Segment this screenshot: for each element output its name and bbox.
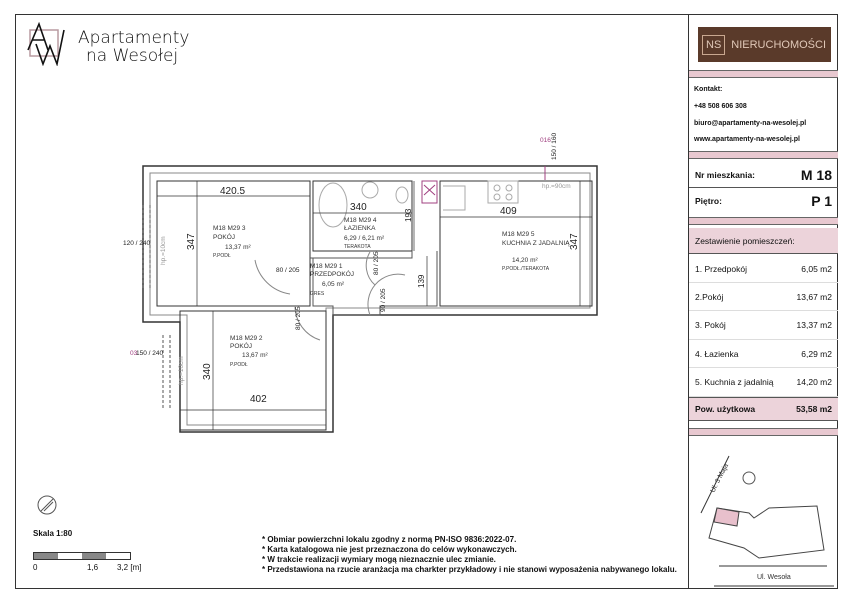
svg-text:P.PODŁ: P.PODŁ: [230, 362, 248, 368]
hp-note-2: hp.=10cm: [160, 236, 167, 265]
dim-d2: 340: [350, 202, 367, 213]
svg-text:ŁAZIENKA: ŁAZIENKA: [344, 225, 376, 232]
svg-text:M18 M29 5: M18 M29 5: [502, 231, 535, 238]
svg-text:POKÓJ: POKÓJ: [230, 341, 252, 350]
room-4-outline: [312, 180, 413, 252]
room-name: 1. Przedpokój: [695, 263, 747, 274]
floor-number: P 1: [811, 193, 832, 209]
door-a: 80 / 205: [276, 267, 300, 274]
contact-label: Kontakt:: [694, 86, 723, 93]
rooms-header: Zestawienie pomieszczeń:: [689, 228, 838, 254]
total-area: 53,58 m2: [796, 404, 832, 414]
contact-email[interactable]: biuro@apartamenty-na-wesolej.pl: [694, 120, 807, 127]
scale-tick-0: 0: [33, 563, 38, 572]
room-area: 6,05 m2: [801, 263, 832, 274]
brand-name: NIERUCHOMOŚCI: [731, 38, 827, 51]
compass-icon: [37, 495, 57, 515]
room-summary-row: 1. Przedpokój 6,05 m2: [689, 255, 838, 283]
note: * W trakcie realizacji wymiary mogą niez…: [262, 555, 496, 564]
dim-d7: 402: [250, 394, 267, 405]
scale-label: Skala 1:80: [33, 529, 73, 538]
svg-text:M18 M29 1: M18 M29 1: [310, 263, 343, 270]
room-summary-row: 2.Pokój 13,67 m2: [689, 283, 838, 312]
dim-d5: 347: [569, 233, 580, 250]
room-name: 5. Kuchnia z jadalnią: [695, 377, 774, 388]
scale-tick-1: 1,6: [87, 563, 99, 572]
svg-text:13,37 m²: 13,37 m²: [225, 244, 251, 251]
room-3-outline: [156, 180, 311, 307]
svg-text:P.PODŁ./TERAKOTA: P.PODŁ./TERAKOTA: [502, 266, 550, 272]
contact-phone[interactable]: +48 508 606 308: [694, 103, 747, 110]
dim-d4: 347: [186, 233, 197, 250]
floor-plan: 420.5 340 409 402 347 347 340 193 139 M1…: [123, 133, 598, 433]
floor-row: Piętro:P 1: [695, 193, 832, 209]
svg-text:6,29 / 6,21 m²: 6,29 / 6,21 m²: [344, 235, 385, 242]
svg-text:PRZEDPOKÓJ: PRZEDPOKÓJ: [310, 269, 354, 278]
svg-text:M18 M29 2: M18 M29 2: [230, 335, 263, 342]
location-map: Ul. 3 Maja Ul. Wesoła: [700, 455, 834, 587]
window-w3-tag: 016: [540, 137, 551, 144]
scale-bar: [33, 552, 131, 560]
window-w2: 150 / 240: [136, 350, 163, 357]
contact-www[interactable]: www.apartamenty-na-wesolej.pl: [694, 136, 800, 143]
logo-line1: Apartamenty: [78, 28, 190, 48]
svg-text:M18 M29 3: M18 M29 3: [213, 225, 246, 232]
room-summary-row: 4. Łazienka 6,29 m2: [689, 340, 838, 369]
svg-text:14,20 m²: 14,20 m²: [512, 257, 538, 264]
note: * Karta katalogowa nie jest przeznaczona…: [262, 545, 517, 554]
door-c: 80 / 205: [373, 251, 380, 275]
room-area: 6,29 m2: [801, 348, 832, 359]
hp-note-3: hp.=10cm: [178, 356, 185, 385]
map-street-1: Ul. 3 Maja: [710, 463, 731, 494]
sheet-frame: [15, 14, 838, 589]
room-name: 2.Pokój: [695, 291, 724, 302]
room-label-5: M18 M29 5 KUCHNIA Z JADALNIĄ 14,20 m² P.POD…: [502, 231, 570, 272]
window-w1: 120 / 240: [123, 240, 150, 247]
room-name: 3. Pokój: [695, 320, 726, 331]
room-summary-row: 3. Pokój 13,37 m2: [689, 312, 838, 340]
logo-line2: na Wesołej: [86, 46, 179, 66]
svg-text:KUCHNIA Z JADALNIĄ: KUCHNIA Z JADALNIĄ: [502, 240, 570, 247]
dim-d6: 340: [202, 363, 213, 380]
window-w3: 150 / 160: [551, 133, 558, 160]
door-b: 80 / 205: [295, 306, 302, 330]
scale-tick-2: 3,2 [m]: [117, 563, 142, 572]
dim-d1: 420.5: [220, 186, 245, 197]
dim-d9: 139: [417, 274, 426, 288]
room-area: 14,20 m2: [796, 377, 832, 388]
brand-ns: NS: [702, 34, 726, 55]
aw-logo: [26, 21, 66, 67]
window-w2-tag: 03: [130, 350, 138, 357]
hp-note-1: hp.=90cm: [542, 183, 571, 190]
room-summary-row: 5. Kuchnia z jadalnią 14,20 m2: [689, 369, 838, 397]
note: * Przedstawiona na rzucie aranżacja ma c…: [262, 565, 677, 574]
room-area: 13,37 m2: [796, 320, 832, 331]
apartment-number: M 18: [800, 166, 832, 183]
svg-text:M18 M29 4: M18 M29 4: [344, 217, 377, 224]
room-name: 4. Łazienka: [695, 348, 739, 359]
room-area: 13,67 m2: [796, 291, 832, 302]
svg-text:GRES: GRES: [310, 291, 325, 297]
brand-logo: NS NIERUCHOMOŚCI: [698, 27, 831, 62]
note: * Obmiar powierzchni lokalu zgodny z nor…: [262, 535, 517, 544]
outer-wall: [142, 165, 598, 433]
apartment-number-row: Nr mieszkania:M 18: [689, 162, 838, 188]
svg-text:6,05 m²: 6,05 m²: [322, 281, 345, 288]
svg-text:TERAKOTA: TERAKOTA: [344, 244, 371, 250]
svg-text:POKÓJ: POKÓJ: [213, 232, 235, 241]
info-panel: NS NIERUCHOMOŚCI Kontakt: +48 508 606 30…: [688, 14, 838, 589]
notes: * Obmiar powierzchni lokalu zgodny z nor…: [262, 535, 677, 575]
dim-d8: 193: [404, 208, 413, 222]
room-2-outline: [179, 310, 327, 431]
svg-text:13,67 m²: 13,67 m²: [242, 352, 268, 359]
svg-text:P.PODŁ: P.PODŁ: [213, 253, 231, 259]
door-d: 90 / 205: [380, 288, 387, 312]
map-street-2: Ul. Wesoła: [757, 574, 791, 581]
dim-d3: 409: [500, 206, 517, 217]
